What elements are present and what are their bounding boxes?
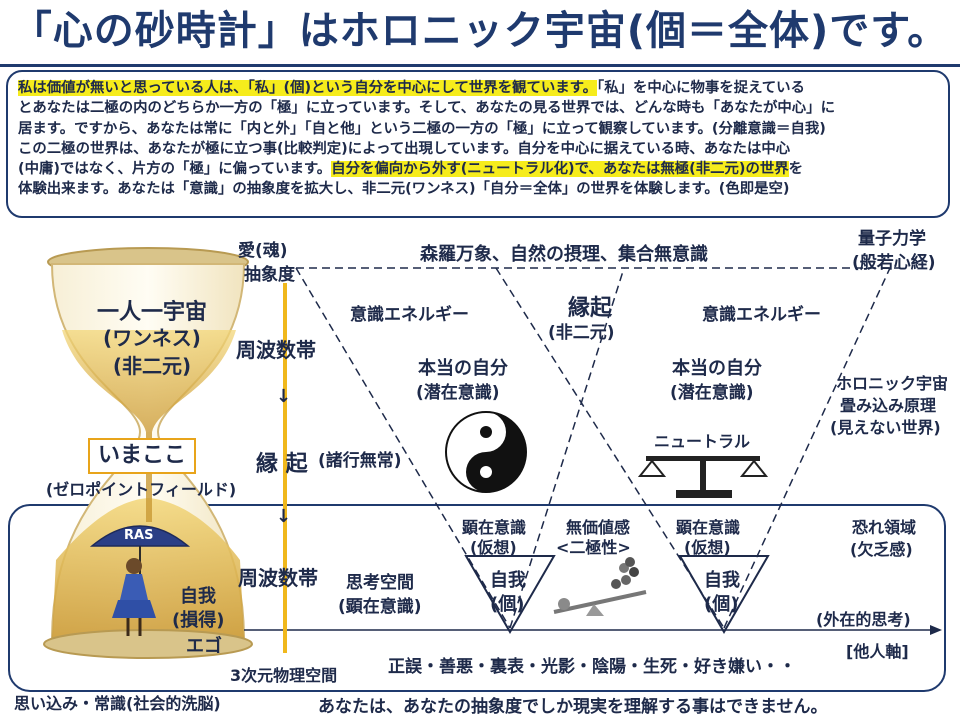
label-hannya-shingyo: (般若心経) [852, 253, 936, 273]
intro-text-5c: を [788, 161, 804, 178]
label-zero-point-field: (ゼロポイントフィールド) [45, 480, 237, 499]
seesaw-balls-icon [553, 557, 647, 616]
label-ego-left-2: (個) [490, 594, 525, 615]
label-engi-mid: 縁 起 [256, 452, 308, 477]
label-ego: エゴ [186, 636, 222, 657]
intro-text-1b: 「私」を中心に物事を捉えている [597, 80, 805, 96]
label-consciousness-energy-left: 意識エネルギー [350, 305, 469, 325]
label-neutral: ニュートラル [654, 432, 751, 451]
label-fear-area: 恐れ領域 [852, 518, 917, 537]
label-ego-left-1: 自我 [490, 570, 526, 591]
label-invisible-world: (見えない世界) [830, 418, 941, 437]
lower-region-box [8, 504, 946, 692]
label-ego-right-2: (個) [704, 594, 739, 615]
label-jiga-sontoku-2: (損得) [172, 610, 225, 631]
label-frequency-bottom: 周波数帯 [238, 566, 318, 590]
label-shogyo-mujo: (諸行無常) [318, 451, 402, 471]
label-hinigen-center: (非二元) [548, 323, 615, 343]
label-oneness: (ワンネス) [103, 326, 201, 350]
label-folding-principle: 畳み込み原理 [840, 396, 937, 415]
title-bar [0, 0, 960, 67]
label-jiga-sontoku-1: 自我 [180, 586, 216, 607]
label-manifest-consciousness: (顕在意識) [338, 597, 422, 617]
abstraction-axis [283, 283, 287, 653]
label-duality: <二極性> [556, 538, 631, 557]
girl-with-umbrella-illustration [89, 525, 191, 636]
label-holonic-universe: ホロニック宇宙 [836, 374, 949, 393]
intro-highlight-2: 自分を偏向から外す(ニュートラル化)で、あなたは無極(非二元)の世界 [331, 161, 789, 178]
footer-text: あなたは、あなたの抽象度でしか現実を理解する事はできません。 [318, 697, 828, 717]
label-others-axis: [他人軸] [846, 642, 909, 661]
label-scarcity: (欠乏感) [850, 540, 913, 559]
intro-line-3: 居ます。ですから、あなたは常に「内と外」「自と他」という二極の一方の「極」に立っ… [18, 120, 826, 137]
label-omoikomi: 思い込み・常識(社会的洗脳) [14, 694, 221, 713]
yin-yang-icon [445, 411, 527, 493]
label-ai-tamashii: 愛(魂) [238, 241, 288, 261]
down-arrow-2: ↓ [276, 506, 292, 527]
intro-line-2: とあなたは二極の内のどちらか一方の「極」に立っています。そして、あなたの見る世界… [18, 100, 835, 117]
intro-line-1: 私は価値が無いと思っている人は、「私」(個)という自分を中心にして世界を観ていま… [18, 78, 938, 98]
intro-highlight-1: 私は価値が無いと思っている人は、「私」(個)という自分を中心にして世界を観ていま… [18, 80, 597, 96]
label-engi-top: 縁起 [568, 296, 613, 321]
label-latent-consciousness-right: (潜在意識) [670, 383, 754, 403]
intro-line-4: この二極の世界は、あなたが極に立つ事(比較判定)によって出現しています。自分を中… [18, 140, 791, 157]
ego-triangles [464, 555, 770, 634]
intro-box: 私は価値が無いと思っている人は、「私」(個)という自分を中心にして世界を観ていま… [6, 70, 950, 218]
down-arrow-1: ↓ [276, 386, 292, 407]
label-ichinin-ichiuchu: 一人一宇宙 [96, 300, 207, 325]
intro-text-5a: (中庸)ではなく、片方の「極」に偏っています。 [18, 161, 332, 178]
label-shinra-bansho: 森羅万象、自然の摂理、集合無意識 [420, 244, 708, 265]
intro-line-6: 体験出来ます。あなたは「意識」の抽象度を拡大し、非二元(ワンネス)「自分＝全体」… [18, 181, 790, 198]
label-worthlessness: 無価値感 [566, 518, 631, 537]
label-imakoko: いまここ [88, 438, 196, 474]
label-virtual-left: (仮想) [470, 538, 517, 557]
label-dualities-list: 正誤・善悪・裏表・光影・陰陽・生死・好き嫌い・・ [388, 657, 796, 677]
label-latent-consciousness-left: (潜在意識) [416, 383, 500, 403]
horizontal-axis-arrowhead [930, 625, 942, 635]
label-manifest-left: 顕在意識 [462, 518, 527, 537]
intro-line-5: (中庸)ではなく、片方の「極」に偏っています。自分を偏向から外す(ニュートラル化… [18, 159, 938, 179]
label-3d-physical-space: 3次元物理空間 [230, 666, 338, 685]
label-chushodo: 抽象度 [244, 265, 295, 285]
balance-scale-icon [637, 456, 769, 498]
label-virtual-right: (仮想) [684, 538, 731, 557]
label-ego-right-1: 自我 [704, 570, 740, 591]
consciousness-funnels [295, 267, 891, 629]
label-external-thinking: (外在的思考) [816, 610, 911, 629]
label-true-self-right: 本当の自分 [672, 358, 762, 379]
label-ras: RAS [124, 528, 154, 543]
label-thinking-space: 思考空間 [346, 573, 414, 593]
label-hinigen-left: (非二元) [112, 354, 192, 378]
label-manifest-right: 顕在意識 [676, 518, 741, 537]
label-frequency-top: 周波数帯 [236, 338, 316, 362]
page-title: 「心の砂時計」はホロニック宇宙(個＝全体)です。 [11, 8, 949, 54]
label-true-self-left: 本当の自分 [418, 358, 508, 379]
label-consciousness-energy-right: 意識エネルギー [702, 305, 821, 325]
label-quantum-mechanics: 量子力学 [858, 229, 926, 249]
